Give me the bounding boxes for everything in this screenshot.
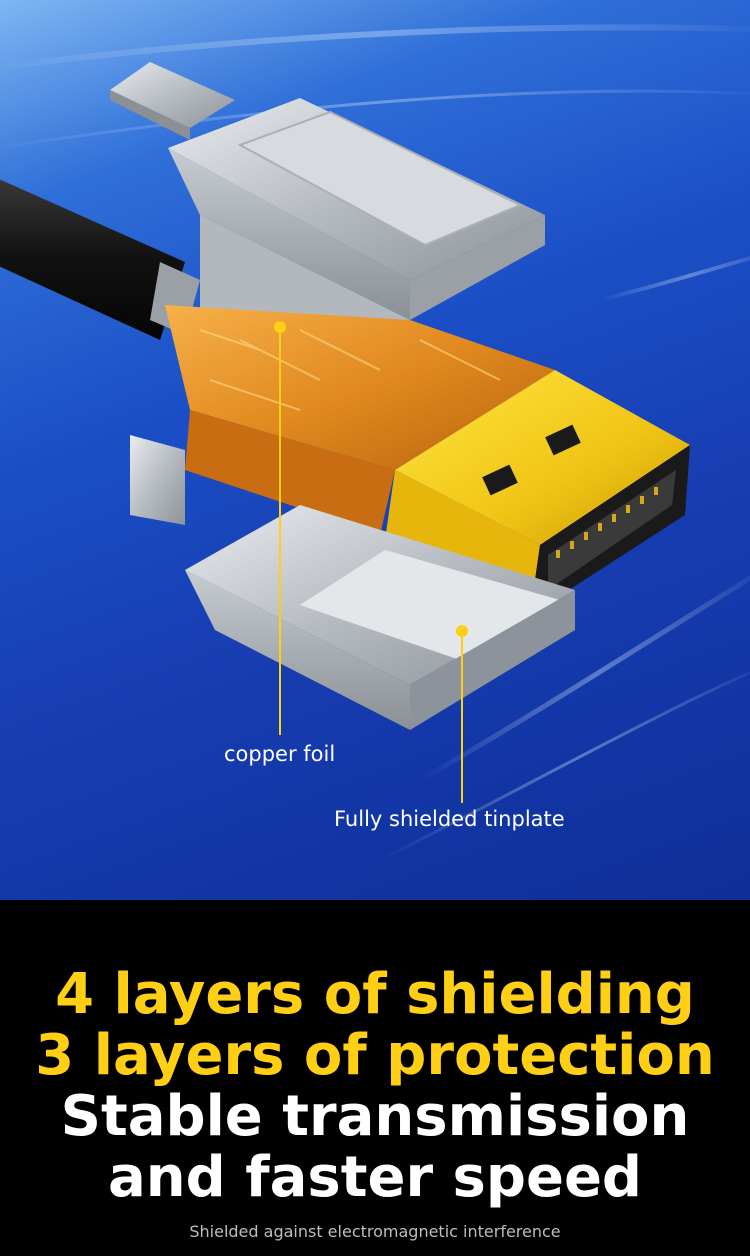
callout-lines [274,321,468,803]
headline-line-3: Stable transmission [60,1084,690,1149]
top-metal-shell [110,62,545,412]
headline-line-1: 4 layers of shielding [55,962,695,1027]
headline-line-2: 3 layers of protection [35,1023,715,1088]
headline-line-4: and faster speed [107,1145,643,1210]
tinplate-label: Fully shielded tinplate [334,807,565,831]
tinplate-lower-shell [130,435,575,730]
displayport-connector-illustration [0,24,750,862]
feature-text-panel: 4 layers of shielding 3 layers of protec… [0,900,750,1256]
light-streaks [0,24,750,862]
footnote-text: Shielded against electromagnetic interfe… [189,1222,561,1241]
copper-foil-layer [165,305,555,535]
product-hero-image: copper foil Fully shielded tinplate [0,0,750,900]
copper-foil-label: copper foil [224,742,336,766]
